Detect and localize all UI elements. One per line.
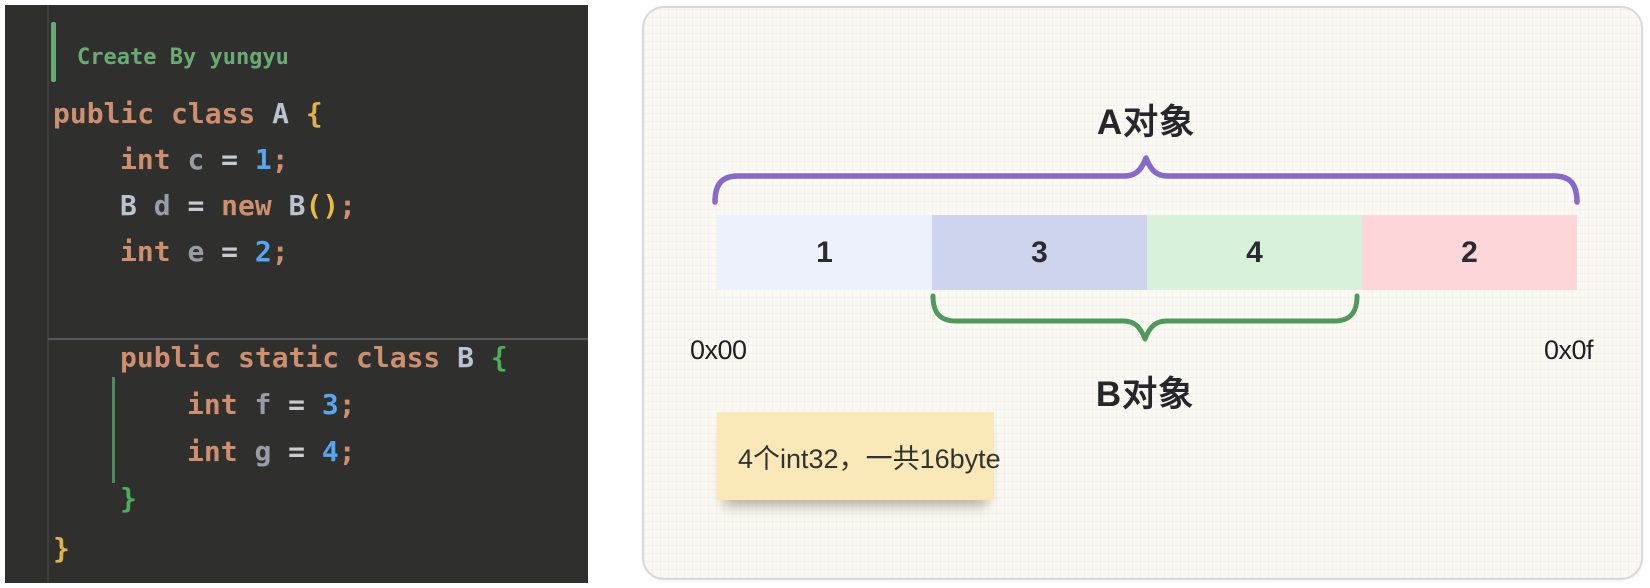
code-token <box>238 143 255 176</box>
code-token <box>171 189 188 222</box>
code-token: 4 <box>321 435 339 468</box>
comment-marker-bar <box>51 22 56 82</box>
code-token: B <box>288 189 306 222</box>
memory-bar: 1 3 4 2 <box>717 215 1577 290</box>
code-token: ; <box>339 189 357 222</box>
curly-brace-a-path <box>712 155 1580 205</box>
code-token: B <box>457 341 491 374</box>
code-token: = <box>288 435 306 468</box>
curly-brace-a-icon <box>712 155 1580 205</box>
code-line: public static class B { <box>120 341 508 375</box>
code-token: new <box>221 189 272 222</box>
code-line: int c = 1; <box>120 143 289 177</box>
address-start-label: 0x00 <box>690 335 747 365</box>
code-token <box>271 435 288 468</box>
code-token: } <box>120 482 137 515</box>
code-token <box>171 235 188 268</box>
segment-label: 3 <box>1031 235 1048 269</box>
bar-segment-3: 3 <box>932 215 1147 290</box>
code-token <box>238 435 255 468</box>
code-token <box>204 189 221 222</box>
code-line: int f = 3; <box>187 388 356 422</box>
code-token: } <box>53 532 70 565</box>
code-token: int <box>187 388 238 421</box>
code-token <box>271 388 288 421</box>
code-token: public static class <box>120 341 458 374</box>
code-editor-panel: Create By yungyu public class A { int c =… <box>5 5 588 583</box>
code-token: = <box>221 143 239 176</box>
section-divider <box>48 338 588 340</box>
sticky-note: 4个int32，一共16byte <box>717 412 1001 500</box>
code-token: g <box>254 435 272 468</box>
code-token: 3 <box>321 388 339 421</box>
segment-label: 2 <box>1461 235 1478 269</box>
code-token <box>238 235 255 268</box>
comment-text: Create By yungyu <box>77 45 289 70</box>
code-token: = <box>187 189 205 222</box>
code-token <box>171 143 188 176</box>
code-token: ; <box>271 235 289 268</box>
code-token <box>204 235 221 268</box>
code-token: d <box>153 189 171 222</box>
code-token <box>305 435 322 468</box>
code-token <box>305 388 322 421</box>
code-line: public class A { <box>53 97 323 131</box>
segment-label: 4 <box>1246 235 1263 269</box>
object-a-title: A对象 <box>1096 103 1196 142</box>
code-token: int <box>120 235 171 268</box>
curly-brace-b-icon <box>930 293 1360 342</box>
code-token: = <box>221 235 239 268</box>
note-text: 4个int32，一共16byte <box>738 443 1001 474</box>
segment-label: 1 <box>816 235 833 269</box>
code-token <box>272 189 289 222</box>
bar-segment-1: 1 <box>717 215 932 290</box>
address-end-label: 0x0f <box>1543 335 1594 365</box>
code-line: } <box>53 532 70 566</box>
curly-brace-b-path <box>930 293 1360 342</box>
indent-guide <box>47 5 49 583</box>
code-token: public class <box>53 97 273 130</box>
memory-layout-card: A对象 1 3 4 2 0x00 0x0f B对象 4个int32，一共16byte <box>642 6 1643 580</box>
bar-segment-2: 2 <box>1362 215 1577 290</box>
code-line: int g = 4; <box>187 435 356 469</box>
code-token: ; <box>338 435 356 468</box>
code-token: () <box>305 189 340 222</box>
code-token <box>137 189 154 222</box>
code-token <box>204 143 221 176</box>
code-token: { <box>305 97 323 130</box>
code-token: { <box>490 341 508 374</box>
code-line: B d = new B(); <box>120 189 356 223</box>
code-token: A <box>272 97 306 130</box>
inner-class-indent-guide <box>112 377 115 483</box>
code-token: B <box>120 189 137 222</box>
code-token: int <box>187 435 238 468</box>
code-token: f <box>254 388 272 421</box>
code-line: int e = 2; <box>120 235 289 269</box>
code-token: ; <box>338 388 356 421</box>
code-token: c <box>187 143 205 176</box>
code-token: 1 <box>254 143 272 176</box>
code-token: int <box>120 143 171 176</box>
code-token: e <box>187 235 205 268</box>
bar-segment-4: 4 <box>1147 215 1362 290</box>
code-token: ; <box>271 143 289 176</box>
code-token: 2 <box>254 235 272 268</box>
code-token <box>238 388 255 421</box>
object-b-title: B对象 <box>1095 375 1195 414</box>
code-line: } <box>120 482 137 516</box>
code-token: = <box>288 388 306 421</box>
